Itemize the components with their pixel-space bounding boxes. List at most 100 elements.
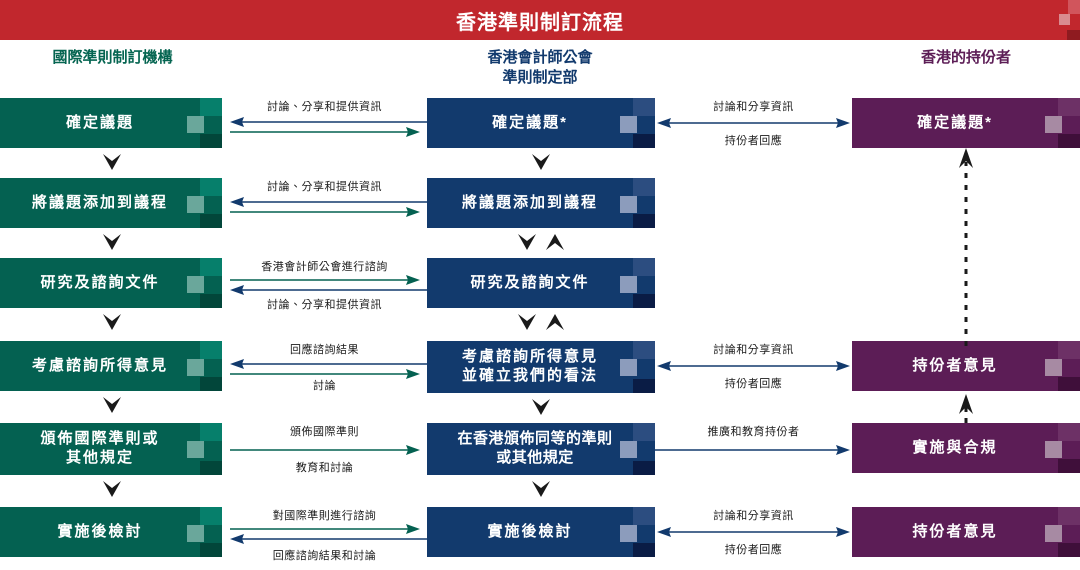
box-hkicpa-row5[interactable]: 在香港頒佈同等的準則 或其他規定 [427,423,655,475]
box-decoration-b [187,525,204,542]
chevron-up-icon-center-3 [544,312,566,332]
box-label: 實施後檢討 [487,522,573,540]
box-decoration-a [1058,98,1080,116]
box-decoration-b [620,116,637,133]
box-decoration-c [1058,459,1080,473]
box-decoration-a [1058,341,1080,359]
connector-label-top: 討論和分享資訊 [713,101,794,113]
box-decoration-a [200,258,222,276]
box-international-row4[interactable]: 考慮諮詢所得意見 [0,341,222,391]
connector-label-bottom: 持份者回應 [724,378,783,390]
connector-label-bottom: 討論、分享和提供資訊 [267,299,382,311]
connector-label-top: 推廣和教育持份者 [707,426,800,438]
box-label: 持份者意見 [912,522,998,540]
connector-label-bottom: 回應諮詢結果和討論 [272,550,377,562]
box-label: 將議題添加到議程 [31,193,168,211]
box-label-line2: 其他規定 [65,449,134,466]
box-international-row2[interactable]: 將議題添加到議程 [0,178,222,228]
box-label: 確定議題* [492,113,568,131]
box-decoration-a [633,178,655,196]
box-stakeholder-row5[interactable]: 實施與合規 [852,423,1080,473]
box-decoration-b [1045,116,1062,133]
box-decoration-b [620,276,637,293]
column-header-hkicpa-line1: 香港會計師公會 [487,49,593,66]
header-decoration-square-light [1068,0,1080,14]
box-label-line2: 並確立我們的看法 [461,367,598,384]
box-decoration-c [200,294,222,308]
connector-right-row5: 推廣和教育持份者 [655,423,852,473]
connector-label-top: 討論、分享和提供資訊 [267,101,382,113]
box-decoration-c [1058,377,1080,391]
column-header-international: 國際準則制訂機構 [0,48,225,68]
chevron-down-icon-left-4 [101,395,123,415]
box-decoration-b [187,116,204,133]
box-decoration-b [620,359,637,376]
box-decoration-a [1058,507,1080,525]
box-label: 將議題添加到議程 [461,193,598,211]
box-decoration-b [1045,525,1062,542]
connector-label-top: 討論、分享和提供資訊 [267,181,382,193]
box-international-row3[interactable]: 研究及諮詢文件 [0,258,222,308]
box-international-row5[interactable]: 頒佈國際準則或 其他規定 [0,423,222,475]
box-decoration-a [200,178,222,196]
box-label: 考慮諮詢所得意見 並確立我們的看法 [450,348,632,386]
connector-right-row4: 討論和分享資訊 持份者回應 [655,341,852,391]
box-decoration-c [633,379,655,393]
box-hkicpa-row6[interactable]: 實施後檢討 [427,507,655,557]
connector-label-top: 對國際準則進行諮詢 [272,510,377,522]
header-decoration-square-dark [1067,30,1080,40]
box-decoration-b [620,441,637,458]
column-header-stakeholders-label: 香港的持份者 [920,49,1011,66]
box-decoration-a [200,423,222,441]
box-label-line1: 頒佈國際準則或 [40,430,160,448]
box-decoration-b [1045,441,1062,458]
connector-label-top: 討論和分享資訊 [713,510,794,522]
box-decoration-a [633,98,655,116]
box-stakeholder-row1[interactable]: 確定議題* [852,98,1080,148]
box-hkicpa-row2[interactable]: 將議題添加到議程 [427,178,655,228]
connector-left-row1: 討論、分享和提供資訊 [222,98,427,148]
connector-label-top: 頒佈國際準則 [290,426,359,438]
chevron-down-icon-left-3 [101,312,123,332]
connector-label-bottom: 持份者回應 [724,135,783,147]
box-decoration-c [633,134,655,148]
connector-right-row6: 討論和分享資訊 持份者回應 [655,507,852,557]
box-decoration-c [633,214,655,228]
box-label: 頒佈國際準則或 其他規定 [28,430,193,468]
box-decoration-a [200,507,222,525]
page-title: 香港準則制訂流程 [456,11,624,34]
connector-label-bottom: 持份者回應 [724,544,783,556]
box-label-line2: 或其他規定 [496,449,574,466]
box-label-line1: 在香港頒佈同等的準則 [457,430,613,448]
box-decoration-c [200,134,222,148]
box-hkicpa-row1[interactable]: 確定議題* [427,98,655,148]
box-decoration-b [187,276,204,293]
box-international-row1[interactable]: 確定議題 [0,98,222,148]
box-decoration-a [1058,423,1080,441]
box-stakeholder-row6[interactable]: 持份者意見 [852,507,1080,557]
box-stakeholder-row4[interactable]: 持份者意見 [852,341,1080,391]
box-international-row6[interactable]: 實施後檢討 [0,507,222,557]
box-decoration-a [633,423,655,441]
connector-right-row1: 討論和分享資訊 持份者回應 [655,98,852,148]
box-label: 確定議題* [917,113,993,131]
box-label: 研究及諮詢文件 [470,273,590,291]
box-hkicpa-row4[interactable]: 考慮諮詢所得意見 並確立我們的看法 [427,341,655,393]
box-label: 實施與合規 [912,438,998,456]
chevron-down-icon-center-4 [530,397,552,417]
connector-label-bottom: 討論 [313,380,336,392]
box-decoration-c [1058,543,1080,557]
box-decoration-b [187,441,204,458]
chevron-down-icon-center-1 [530,152,552,172]
box-decoration-c [633,461,655,475]
box-decoration-c [1058,134,1080,148]
box-decoration-b [187,196,204,213]
stakeholder-dashed-connector [954,146,978,351]
box-hkicpa-row3[interactable]: 研究及諮詢文件 [427,258,655,308]
box-decoration-a [633,507,655,525]
box-decoration-a [633,258,655,276]
box-decoration-b [187,359,204,376]
box-decoration-b [1045,359,1062,376]
connector-label-top: 討論和分享資訊 [713,344,794,356]
